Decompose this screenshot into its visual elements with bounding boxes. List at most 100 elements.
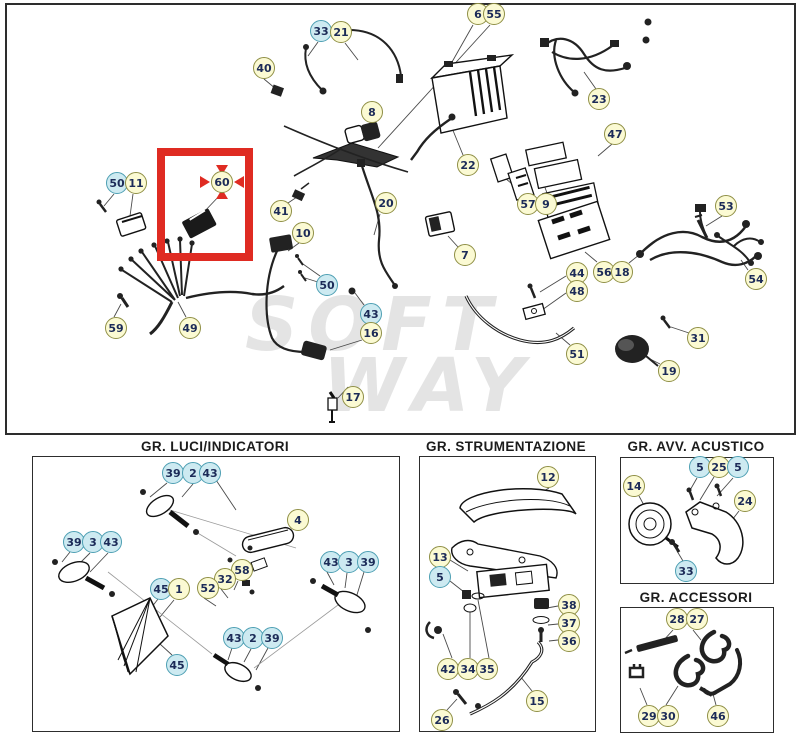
part-strum-fasteners-right-38-37-36 — [532, 598, 550, 642]
callout-main-8[interactable]: 8 — [361, 101, 383, 123]
leader-lines-acustico — [638, 476, 740, 562]
callout-main-40[interactable]: 40 — [253, 57, 275, 79]
accessori-title: GR. ACCESSORI — [639, 590, 753, 605]
callout-strum-34[interactable]: 34 — [457, 658, 479, 680]
callout-main-19[interactable]: 19 — [658, 360, 680, 382]
part-screw-53 — [694, 214, 709, 239]
part-harness-23 — [540, 18, 652, 97]
callout-main-41[interactable]: 41 — [270, 200, 292, 222]
callout-main-16[interactable]: 16 — [360, 322, 382, 344]
callout-main-44[interactable]: 44 — [566, 262, 588, 284]
leader-lines-accessori — [639, 629, 717, 706]
callout-main-59[interactable]: 59 — [105, 317, 127, 339]
callout-accessori-28[interactable]: 28 — [666, 608, 688, 630]
watermark-line2: WAY — [323, 342, 535, 429]
part-cable-51 — [464, 295, 576, 345]
callout-main-48[interactable]: 48 — [566, 280, 588, 302]
callout-luci-43b[interactable]: 43 — [100, 531, 122, 553]
callout-main-23[interactable]: 23 — [588, 88, 610, 110]
callout-luci-58[interactable]: 58 — [231, 559, 253, 581]
callout-strum-36[interactable]: 36 — [558, 630, 580, 652]
callout-accessori-27[interactable]: 27 — [686, 608, 708, 630]
callout-strum-5[interactable]: 5 — [429, 566, 451, 588]
leader-lines-luci — [61, 479, 365, 671]
callout-luci-39d[interactable]: 39 — [261, 627, 283, 649]
part-coil-10 — [265, 234, 356, 354]
callout-main-10[interactable]: 10 — [292, 222, 314, 244]
callout-main-50b[interactable]: 50 — [316, 274, 338, 296]
part-clip-40 — [270, 84, 285, 97]
callout-main-54[interactable]: 54 — [745, 268, 767, 290]
callout-luci-39c[interactable]: 39 — [357, 551, 379, 573]
callout-luci-43a[interactable]: 43 — [199, 462, 221, 484]
callout-strum-13[interactable]: 13 — [429, 546, 451, 568]
part-bolt-59 — [117, 293, 130, 308]
callout-acustico-24[interactable]: 24 — [734, 490, 756, 512]
callout-luci-45b[interactable]: 45 — [166, 654, 188, 676]
callout-main-7[interactable]: 7 — [454, 244, 476, 266]
callout-strum-12[interactable]: 12 — [537, 466, 559, 488]
part-headlight-1 — [111, 597, 169, 676]
strumentazione-box — [419, 456, 596, 732]
part-indicator-front-left — [140, 489, 199, 535]
callout-main-51[interactable]: 51 — [566, 343, 588, 365]
callout-luci-2a[interactable]: 2 — [182, 462, 204, 484]
callout-luci-4[interactable]: 4 — [287, 509, 309, 531]
callout-main-9[interactable]: 9 — [535, 193, 557, 215]
luci-box — [32, 456, 400, 732]
strumentazione-title: GR. STRUMENTAZIONE — [426, 439, 586, 454]
part-indicator-rear-right — [212, 653, 261, 691]
callout-strum-42[interactable]: 42 — [437, 658, 459, 680]
callout-luci-45a[interactable]: 45 — [150, 578, 172, 600]
part-horn-bracket-24 — [685, 483, 744, 565]
callout-main-21[interactable]: 21 — [330, 21, 352, 43]
part-battery — [429, 54, 515, 134]
callout-main-17[interactable]: 17 — [342, 386, 364, 408]
accessori-box — [620, 607, 774, 733]
acustico-title: GR. AVV. ACUSTICO — [627, 439, 765, 454]
luci-title: GR. LUCI/INDICATORI — [140, 439, 290, 454]
callout-strum-26[interactable]: 26 — [431, 709, 453, 731]
callout-main-53[interactable]: 53 — [715, 195, 737, 217]
part-cable-22 — [410, 113, 456, 161]
part-indicator-front-right — [310, 578, 371, 633]
callout-luci-1[interactable]: 1 — [168, 578, 190, 600]
callout-acustico-33[interactable]: 33 — [675, 560, 697, 582]
callout-main-50a[interactable]: 50 — [106, 172, 128, 194]
callout-main-47[interactable]: 47 — [604, 123, 626, 145]
part-relay-7 — [424, 211, 456, 237]
part-main-harness-49 — [118, 236, 285, 336]
part-sparkcap-16 — [301, 340, 327, 361]
callout-strum-35[interactable]: 35 — [476, 658, 498, 680]
callout-main-49[interactable]: 49 — [179, 317, 201, 339]
callout-luci-32[interactable]: 32 — [214, 568, 236, 590]
callout-main-22[interactable]: 22 — [457, 154, 479, 176]
callout-main-31[interactable]: 31 — [687, 327, 709, 349]
part-cable-21 — [303, 29, 403, 95]
callout-main-20[interactable]: 20 — [375, 192, 397, 214]
part-bracket-46 — [698, 648, 743, 697]
callout-luci-52[interactable]: 52 — [197, 577, 219, 599]
part-connectors-57-9 — [489, 153, 535, 201]
callout-acustico-14[interactable]: 14 — [623, 475, 645, 497]
callout-strum-15[interactable]: 15 — [526, 690, 548, 712]
callout-luci-39b[interactable]: 39 — [63, 531, 85, 553]
part-hook-27 — [699, 629, 732, 664]
callout-accessori-46[interactable]: 46 — [707, 705, 729, 727]
callout-luci-39a[interactable]: 39 — [162, 462, 184, 484]
axis-lines-luci — [107, 503, 343, 669]
callout-main-18[interactable]: 18 — [611, 261, 633, 283]
part-cable-20 — [357, 159, 398, 289]
callout-acustico-5b[interactable]: 5 — [727, 456, 749, 478]
callout-luci-43c[interactable]: 43 — [320, 551, 342, 573]
callout-luci-2b[interactable]: 2 — [242, 627, 264, 649]
callout-main-33[interactable]: 33 — [310, 20, 332, 42]
part-relay-60 — [182, 208, 217, 239]
callout-main-11[interactable]: 11 — [125, 172, 147, 194]
callout-accessori-30[interactable]: 30 — [657, 705, 679, 727]
callout-main-60-selected[interactable]: 60 — [211, 171, 233, 193]
part-speedo-cover-12 — [459, 488, 577, 524]
callout-main-55[interactable]: 55 — [483, 3, 505, 25]
